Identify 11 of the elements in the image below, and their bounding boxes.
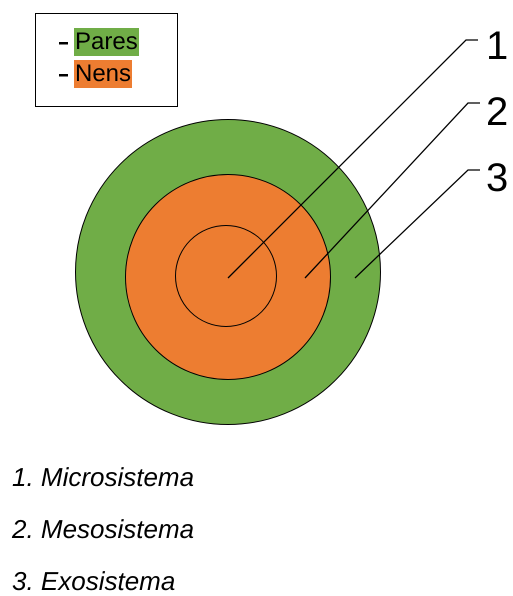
legend-item: Nens (74, 60, 132, 88)
leader-line (304, 102, 480, 278)
list-item: 3. Exosistema (12, 566, 176, 596)
callout-number: 2 (486, 92, 508, 132)
callout-number: 3 (486, 158, 508, 198)
callout-number: 1 (486, 26, 508, 66)
list-item: 2. Mesosistema (12, 514, 194, 544)
legend-item: Pares (74, 28, 139, 56)
list-item: 1. Microsistema (12, 462, 194, 492)
leader-line (228, 39, 478, 278)
leader-line (354, 169, 480, 278)
